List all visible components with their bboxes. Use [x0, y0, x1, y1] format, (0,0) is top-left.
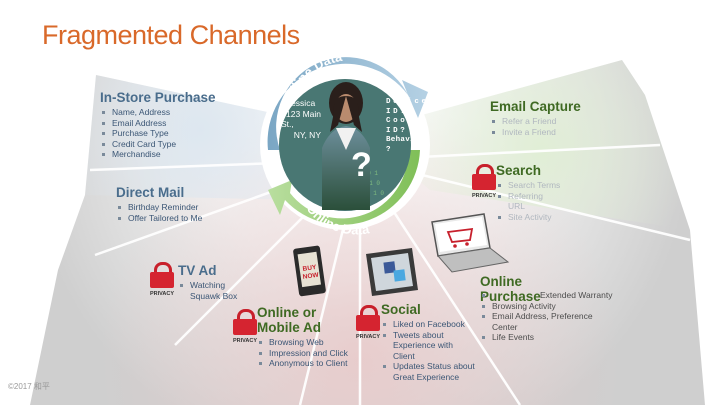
tablet-icon — [366, 248, 418, 296]
list-item: Email Address, Preference Center — [480, 311, 607, 332]
address-line-3: NY, NY — [293, 129, 321, 140]
privacy-lock-icon: PRIVACY — [149, 262, 175, 297]
page-title: Fragmented Channels — [42, 20, 300, 50]
section-search: Search Search Terms Referring URL Site A… — [496, 163, 561, 222]
list-item: Tweets about Experience with Client — [381, 330, 476, 362]
section-online-purchase: Online Purchase Extended Warranty Browsi… — [480, 274, 615, 343]
section-instore-purchase: In-Store Purchase Name, Address Email Ad… — [100, 90, 216, 160]
privacy-label: PRIVACY — [471, 193, 497, 199]
list-item: Referring URL — [496, 191, 561, 212]
list-item: Liked on Facebook — [381, 319, 476, 330]
list-item: Offer Tailored to Me — [116, 213, 202, 224]
list-item: Extended Warranty — [480, 290, 615, 301]
list-item: Name, Address — [100, 107, 216, 118]
item-list: Name, Address Email Address Purchase Typ… — [100, 107, 216, 160]
section-direct-mail: Direct Mail Birthday Reminder Offer Tail… — [116, 185, 202, 223]
privacy-label: PRIVACY — [355, 334, 381, 340]
section-social: Social Liked on Facebook Tweets about Ex… — [381, 302, 476, 382]
list-item: Site Activity — [496, 212, 561, 223]
device-line: Cookie — [386, 117, 429, 125]
device-line: Behavior — [386, 136, 425, 144]
svg-text:BUY: BUY — [302, 264, 317, 273]
section-tv-ad: TV Ad Watching Squawk Box — [178, 263, 238, 301]
list-item: Impression and Click — [257, 348, 362, 359]
list-item: Refer a Friend — [490, 116, 581, 127]
privacy-lock-icon: PRIVACY — [232, 309, 258, 344]
list-item: Purchase Type — [100, 128, 216, 139]
device-line: ID? — [386, 107, 408, 116]
list-item: Anonymous to Client — [257, 358, 362, 369]
phone-icon: BUY NOW — [293, 245, 326, 297]
section-title: TV Ad — [178, 263, 217, 278]
list-item: Watching Squawk Box — [178, 280, 238, 301]
item-list: Search Terms Referring URL Site Activity — [496, 180, 561, 222]
section-title: Search — [496, 163, 542, 178]
device-line: ? — [386, 145, 394, 154]
section-title: In-Store Purchase — [100, 90, 216, 105]
section-title: Online Purchase — [480, 274, 541, 304]
item-list: Watching Squawk Box — [178, 280, 238, 301]
device-line: Device — [386, 98, 429, 106]
question-mark: ? — [351, 146, 372, 184]
list-item: Updates Status about Great Experience — [381, 361, 476, 382]
person-name: Jessica — [286, 98, 316, 108]
list-item: Life Events — [480, 332, 615, 343]
section-title: Direct Mail — [116, 185, 185, 200]
item-list: Birthday Reminder Offer Tailored to Me — [116, 202, 202, 223]
device-id-text: Device ID? Cookie ID? Behavior ? — [386, 98, 429, 155]
list-item: Invite a Friend — [490, 127, 581, 138]
privacy-label: PRIVACY — [232, 338, 258, 344]
item-list: Liked on Facebook Tweets about Experienc… — [381, 319, 476, 382]
online-arc — [268, 150, 420, 225]
svg-text:1 1 0: 1 1 0 — [366, 190, 384, 197]
section-title: Social — [381, 302, 421, 317]
privacy-label: PRIVACY — [149, 291, 175, 297]
copyright-text: ©2017 和平 — [8, 382, 50, 391]
list-item: Browsing Activity — [480, 301, 615, 312]
section-title: Online or Mobile Ad — [257, 305, 321, 335]
list-item: Browsing Web — [257, 337, 362, 348]
section-title: Email Capture — [490, 99, 581, 114]
list-item: Email Address — [100, 118, 216, 129]
laptop-icon — [431, 213, 510, 273]
section-email-capture: Email Capture Refer a Friend Invite a Fr… — [490, 99, 581, 137]
person-figure — [322, 82, 370, 210]
list-item: Credit Card Type — [100, 139, 216, 150]
item-list: Browsing Web Impression and Click Anonym… — [257, 337, 362, 369]
device-line: ID? — [386, 126, 408, 135]
section-online-mobile-ad: Online or Mobile Ad Browsing Web Impress… — [257, 305, 362, 369]
svg-text:NOW: NOW — [302, 272, 320, 281]
privacy-lock-icon: PRIVACY — [355, 305, 381, 340]
list-item: Birthday Reminder — [116, 202, 202, 213]
privacy-lock-icon: PRIVACY — [471, 164, 497, 199]
list-item: Merchandise — [100, 149, 216, 160]
item-list: Refer a Friend Invite a Friend — [490, 116, 581, 137]
address-line-1: 123 Main — [286, 108, 321, 119]
customer-profile-text: Jessica 123 Main St., NY, NY — [281, 98, 321, 140]
svg-text:0 1 0: 0 1 0 — [362, 180, 380, 187]
list-item: Search Terms — [496, 180, 561, 191]
address-line-2: St., — [281, 119, 294, 129]
item-list: Extended Warranty Browsing Activity Emai… — [480, 290, 615, 343]
